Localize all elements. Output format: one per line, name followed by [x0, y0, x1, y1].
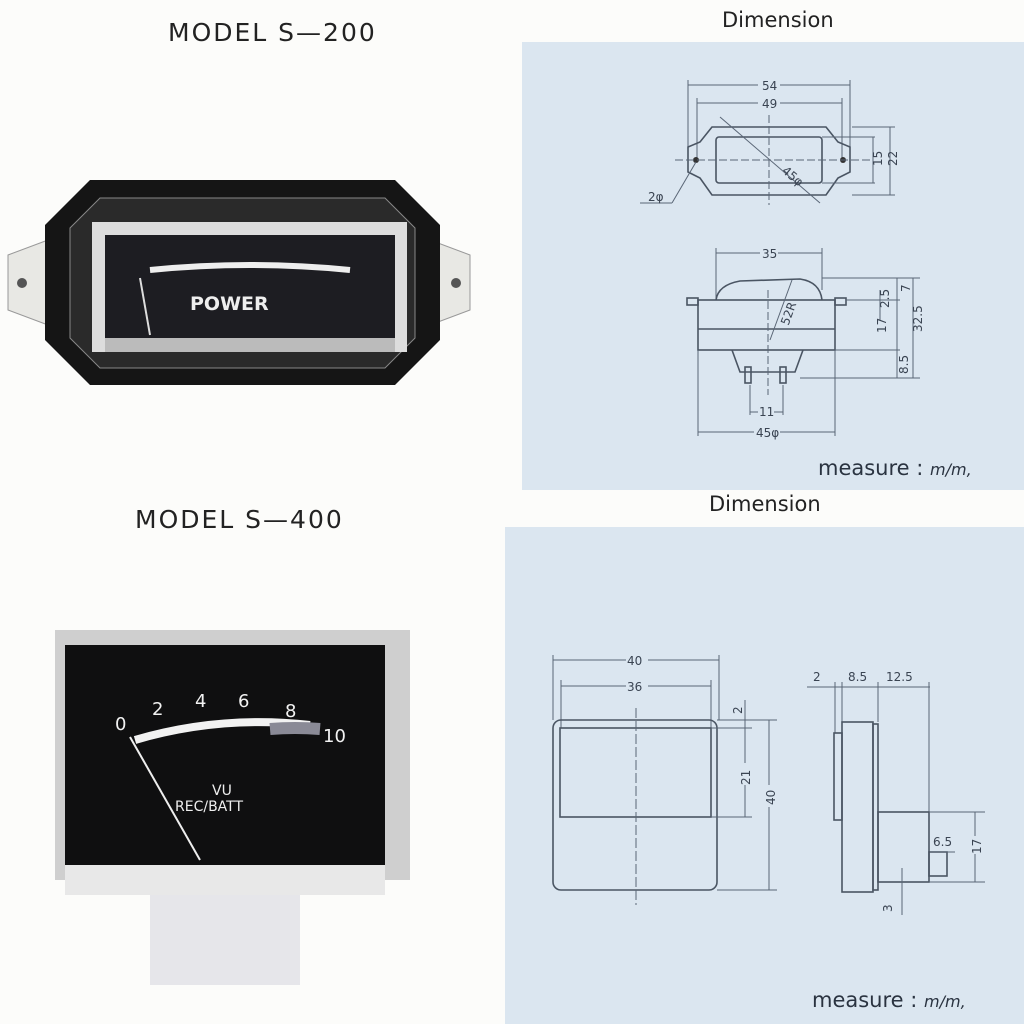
dim-21: 21: [739, 770, 753, 785]
s400-dimension-panel: [505, 527, 1024, 1024]
model-s400-title: MODEL S—400: [135, 505, 344, 534]
s200-dimension-drawing: 54 49 45φ 15 22 2φ 35 52R 11 45φ 2.5 7 1…: [640, 79, 925, 440]
s400-meter-photo: 0 2 4 6 8 10 VU REC/BATT: [55, 630, 410, 985]
dim-40-height: 40: [764, 790, 778, 805]
dim-7: 7: [899, 284, 913, 292]
vu-label: VU: [212, 783, 232, 799]
dim-17: 17: [875, 318, 889, 333]
s400-measure-note: measure : m/m,: [812, 988, 966, 1012]
s200-meter-label: POWER: [190, 293, 269, 315]
dim-3: 3: [881, 904, 895, 912]
dim-8-5-body: 8.5: [848, 670, 867, 684]
dim-6-5: 6.5: [933, 835, 952, 849]
dim-15: 15: [871, 151, 885, 166]
s200-dimension-title: Dimension: [722, 8, 834, 32]
s200-measure-note: measure : m/m,: [818, 456, 972, 480]
dim-54: 54: [762, 79, 777, 93]
dim-17-box: 17: [970, 839, 984, 854]
scale-label-2: 2: [152, 699, 163, 720]
dim-52r: 52R: [778, 300, 799, 327]
measure-label: measure :: [812, 988, 918, 1012]
dim-32-5: 32.5: [911, 305, 925, 332]
dim-8-5: 8.5: [897, 355, 911, 374]
dim-11: 11: [759, 405, 774, 419]
s200-meter-photo: POWER: [7, 180, 471, 385]
scale-label-0: 0: [115, 714, 126, 735]
dim-2-top: 2: [731, 706, 745, 714]
s400-dimension-title: Dimension: [709, 492, 821, 516]
dim-45phi-top: 45φ: [779, 163, 806, 189]
rec-batt-label: REC/BATT: [175, 799, 243, 815]
dim-45phi-side: 45φ: [756, 426, 779, 440]
measure-unit: m/m,: [924, 992, 966, 1011]
dim-2-bezel: 2: [813, 670, 821, 684]
measure-label: measure :: [818, 456, 924, 480]
dim-49: 49: [762, 97, 777, 111]
dim-22: 22: [886, 151, 900, 166]
scale-label-6: 6: [238, 691, 249, 712]
scale-label-4: 4: [195, 691, 206, 712]
meter-needle: [129, 736, 201, 861]
scale-label-8: 8: [285, 701, 296, 722]
dim-12-5: 12.5: [886, 670, 913, 684]
measure-unit: m/m,: [930, 460, 972, 479]
scale-label-10: 10: [323, 726, 346, 747]
dim-2phi: 2φ: [648, 190, 664, 204]
dim-35: 35: [762, 247, 777, 261]
s400-dimension-drawing: 40 36 2 21 40 2 8.5 12.5 6.5 17 3: [552, 652, 985, 915]
dim-36: 36: [627, 680, 642, 694]
model-s200-title: MODEL S—200: [168, 18, 377, 47]
dim-40-width: 40: [627, 654, 642, 668]
dim-2-5: 2.5: [878, 289, 892, 308]
